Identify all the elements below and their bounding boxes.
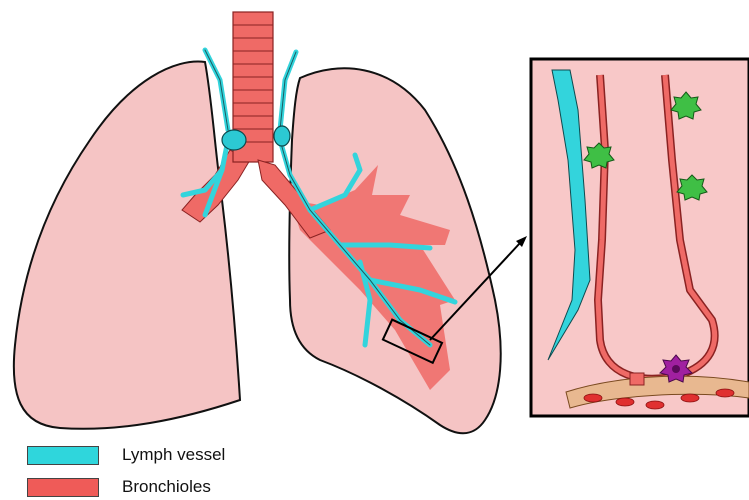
purple-cell-nucleus: [672, 365, 680, 373]
left-lung: [14, 62, 240, 429]
legend-item-lymph-vessel: Lymph vessel: [27, 444, 99, 466]
lymph-node-left: [222, 130, 246, 150]
alveolar-cell: [630, 373, 644, 385]
legend-swatch-bronchioles: [27, 478, 99, 497]
legend-label-bronchioles: Bronchioles: [122, 477, 211, 497]
legend-label-lymph: Lymph vessel: [122, 445, 225, 465]
inset-panel: [531, 59, 749, 416]
lymph-node-right: [274, 126, 290, 146]
legend-item-bronchioles: Bronchioles: [27, 476, 99, 498]
legend-swatch-lymph: [27, 446, 99, 465]
